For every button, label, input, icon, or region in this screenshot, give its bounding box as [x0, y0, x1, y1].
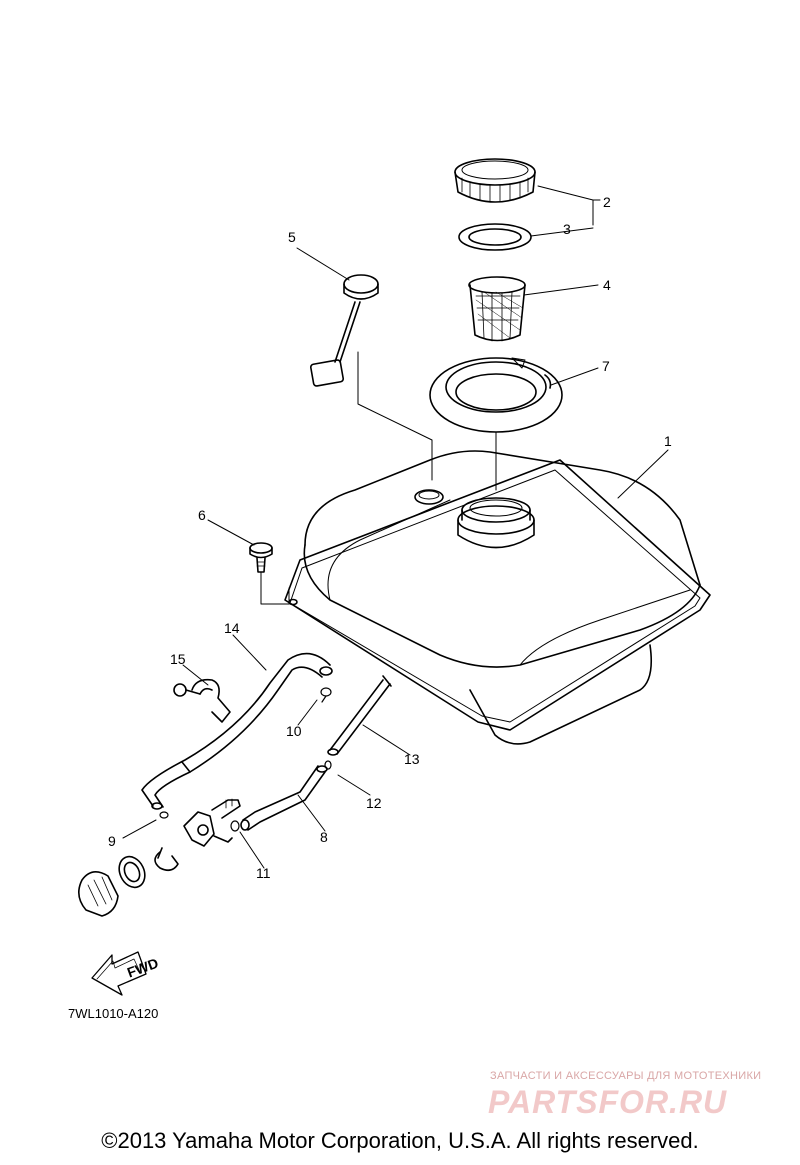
callout-10: 10: [286, 723, 302, 739]
callout-13: 13: [404, 751, 420, 767]
fuel-gauge-sender: [309, 274, 379, 387]
callout-8: 8: [320, 829, 328, 845]
callout-11: 11: [256, 865, 271, 881]
watermark-tagline: ЗАПЧАСТИ И АКСЕССУАРЫ ДЛЯ МОТОТЕХНИКИ: [490, 1070, 762, 1082]
callout-1: 1: [664, 433, 672, 449]
watermark-logo: PARTSFOR.RU: [488, 1084, 728, 1120]
fuel-strainer: [468, 276, 526, 342]
callout-6: 6: [198, 507, 206, 523]
fuel-hose-long: [141, 652, 333, 810]
drain-pipe: [327, 679, 391, 756]
callout-14: 14: [224, 620, 240, 636]
callout-3: 3: [563, 221, 571, 237]
mounting-bolt: [249, 542, 273, 573]
hose-clips: [159, 687, 332, 832]
fuel-cap: [454, 158, 536, 203]
callout-2: 2: [603, 194, 611, 210]
callout-7: 7: [602, 358, 610, 374]
callout-15: 15: [170, 651, 186, 667]
filler-ring: [429, 357, 563, 433]
callout-5: 5: [288, 229, 296, 245]
callout-12: 12: [366, 795, 382, 811]
callout-9: 9: [108, 833, 116, 849]
diagram-code: 7WL1010-A120: [68, 1006, 158, 1021]
fuel-hose-short: [240, 765, 328, 831]
hose-clamp-bracket: [173, 678, 231, 723]
copyright-notice: ©2013 Yamaha Motor Corporation, U.S.A. A…: [101, 1128, 699, 1153]
leader-lines: [122, 185, 669, 869]
fwd-arrow-icon: [91, 951, 147, 996]
fuel-tank: [284, 450, 711, 745]
fuel-cock-assembly: [78, 798, 241, 917]
fwd-label: FWD: [125, 955, 160, 981]
cap-gasket: [458, 223, 532, 251]
callout-4: 4: [603, 277, 611, 293]
